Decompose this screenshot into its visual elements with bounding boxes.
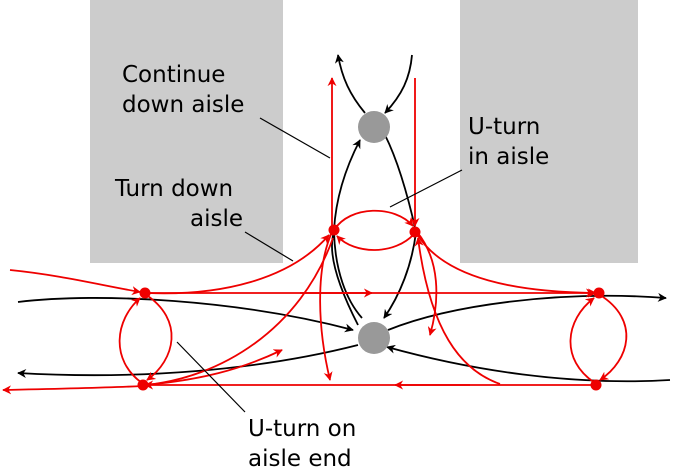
black-down-to-node: [383, 231, 417, 319]
red-paths: [2, 77, 628, 395]
red-node-left-top: [139, 287, 151, 299]
leader-lines: [176, 117, 463, 413]
red-left-end-u-turn-down: [144, 293, 173, 381]
red-aisle-to-right-end: [416, 233, 595, 298]
aisle-gray-node: [358, 111, 390, 143]
leader-turn-down-aisle: [244, 231, 294, 262]
red-node-aisle-left: [328, 224, 340, 236]
black-bottom-lane-left: [17, 344, 359, 378]
black-paths: [17, 54, 671, 383]
red-turn-down-aisle: [146, 234, 330, 295]
aisle-end-gray-node: [358, 322, 390, 354]
label-turn-down-aisle-line2: aisle: [190, 206, 243, 232]
red-node-right-top: [593, 287, 605, 299]
red-left-end-u-turn-up: [118, 297, 143, 384]
black-aisle-up-exit: [334, 54, 366, 114]
red-u-turn-lower: [336, 233, 415, 251]
black-top-lane-right: [387, 292, 667, 331]
red-bottom-into-aisle: [414, 237, 501, 385]
black-bottom-lane-right: [386, 344, 671, 383]
label-turn-down-aisle-line1: Turn down: [114, 176, 233, 202]
red-aisle-exit-left-down: [319, 231, 333, 381]
red-right-end-u-turn-up: [569, 297, 596, 384]
label-u-turn-on-aisle-end-line2: aisle end: [248, 446, 352, 468]
label-u-turn-in-aisle-line1: U-turn: [468, 114, 540, 140]
label-u-turn-on-aisle-end-line1: U-turn on: [248, 416, 356, 442]
leader-u-turn-in-aisle: [389, 169, 463, 208]
red-node-aisle-right: [409, 226, 421, 238]
black-top-lane-left: [17, 297, 354, 333]
label-continue-down-aisle-line2: down aisle: [122, 92, 244, 118]
black-aisle-down-entry: [384, 54, 413, 114]
red-left-exit: [2, 385, 144, 395]
label-continue-down-aisle-line1: Continue: [122, 62, 225, 88]
leader-u-turn-on-aisle-end: [176, 341, 246, 413]
red-left-entry: [9, 269, 141, 296]
red-u-turn-upper: [333, 209, 414, 231]
red-node-left-bottom: [137, 379, 149, 391]
red-bottom-up-left-aisle: [144, 237, 334, 386]
label-u-turn-in-aisle-line2: in aisle: [468, 144, 549, 170]
black-up-from-node: [333, 231, 363, 319]
red-node-right-bottom: [590, 379, 602, 391]
right-shelf: [460, 0, 638, 263]
red-right-end-u-turn-down: [599, 294, 628, 381]
black-continue-up: [333, 139, 361, 231]
leader-continue-down-aisle: [259, 117, 331, 159]
left-shelf: [90, 0, 283, 263]
